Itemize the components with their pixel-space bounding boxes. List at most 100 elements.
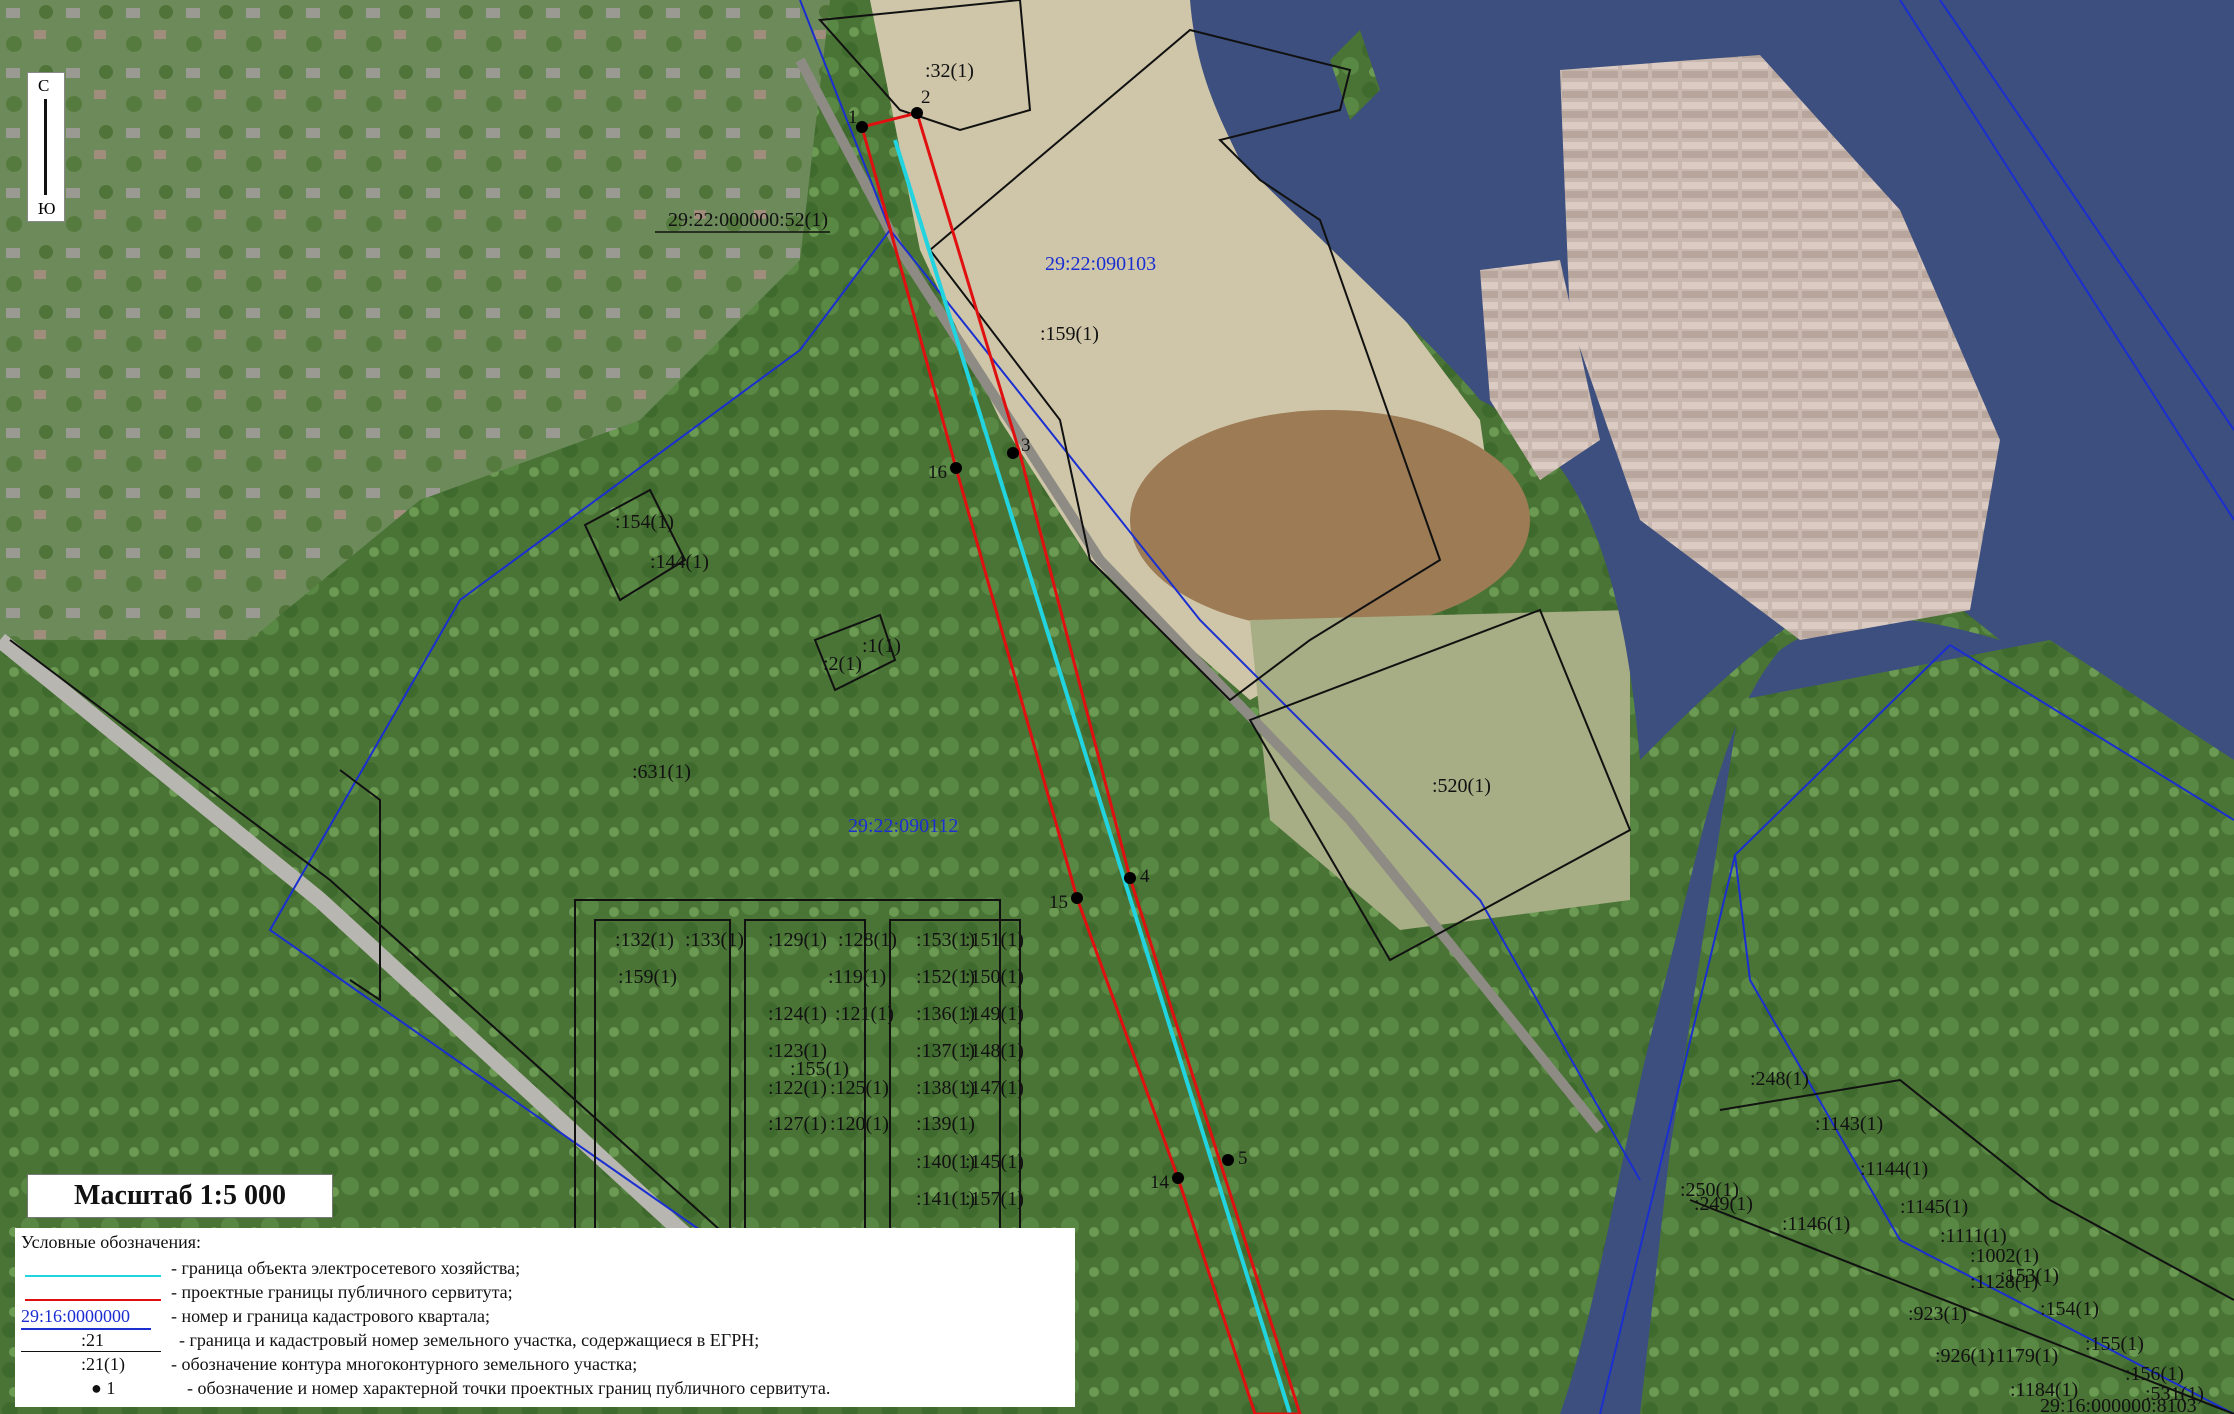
legend-text: - обозначение контура многоконтурного зе… (171, 1354, 638, 1374)
parcel-label: :1144(1) (1860, 1158, 1928, 1180)
easement-point-label: 4 (1140, 866, 1150, 887)
parcel-label: :2(1) (823, 653, 862, 675)
easement-point-marker[interactable] (950, 462, 962, 474)
parcel-label: :141(1) (916, 1188, 975, 1210)
easement-point-marker[interactable] (911, 107, 923, 119)
parcel-label: :147(1) (965, 1077, 1024, 1099)
parcel-label: :155(1) (2085, 1333, 2144, 1355)
parcel-label: :156(1) (2125, 1363, 2184, 1385)
easement-point-label: 2 (921, 87, 931, 108)
legend-row-multi-contour: :21(1) - обозначение контура многоконтур… (21, 1354, 1071, 1376)
legend-symbol-power-line (25, 1275, 161, 1277)
parcel-label: :1145(1) (1900, 1196, 1968, 1218)
parcel-label: :125(1) (830, 1077, 889, 1099)
easement-point-label: 3 (1021, 435, 1031, 456)
parcel-label: :140(1) (916, 1151, 975, 1173)
easement-point-label: 14 (1150, 1172, 1170, 1193)
parcel-label: :1002(1) (1970, 1245, 2039, 1267)
parcel-label: :153(1) (916, 929, 975, 951)
legend-text: - проектные границы публичного сервитута… (171, 1282, 513, 1302)
parcel-label: :133(1) (685, 929, 744, 951)
easement-point-marker[interactable] (1172, 1172, 1184, 1184)
parcel-label: :132(1) (615, 929, 674, 951)
log-raft-main (1560, 55, 2000, 640)
easement-point-marker[interactable] (856, 121, 868, 133)
parcel-label: :139(1) (916, 1113, 975, 1135)
parcel-label: :152(1) (916, 966, 975, 988)
legend-symbol-easement (25, 1299, 161, 1301)
easement-point-label: 1 (848, 107, 858, 128)
parcel-label: :926(1) (1935, 1345, 1994, 1367)
legend-title: Условные обозначения: (21, 1232, 202, 1252)
parcel-label: :923(1) (1908, 1303, 1967, 1325)
parcel-label: :136(1) (916, 1003, 975, 1025)
legend-symbol-point: ● 1 (91, 1378, 116, 1398)
parcel-label: :122(1) (768, 1077, 827, 1099)
north-arrow: С Ю (27, 72, 65, 222)
open-field (1250, 610, 1630, 930)
legend-symbol-parcel: :21 (21, 1330, 161, 1352)
south-label: Ю (38, 199, 56, 218)
parcel-label: :137(1) (916, 1040, 975, 1062)
parcel-label: :1184(1) (2010, 1379, 2078, 1401)
parcel-label: :1179(1) (1990, 1345, 2058, 1367)
parcel-label: :151(1) (965, 929, 1024, 951)
parcel-label: :1128(1) (1970, 1271, 2038, 1293)
parcel-label: :124(1) (768, 1003, 827, 1025)
north-arrow-bar (44, 99, 47, 195)
residential-area (0, 0, 830, 640)
legend-text: - номер и граница кадастрового квартала; (171, 1306, 491, 1326)
parcel-label: :631(1) (632, 761, 691, 783)
parcel-label: :159(1) (1040, 323, 1099, 345)
parcel-label: :531(1) (2145, 1383, 2204, 1405)
legend-row-parcel: :21 - граница и кадастровый номер земель… (21, 1330, 1071, 1352)
parcel-label: :248(1) (1750, 1068, 1809, 1090)
parcel-label: :1(1) (862, 635, 901, 657)
parcel-label: :129(1) (768, 929, 827, 951)
cadastral-quarter-label: 29:22:090103 (1045, 253, 1156, 275)
legend-row-point: ● 1 - обозначение и номер характерной то… (21, 1378, 1071, 1400)
easement-point-marker[interactable] (1222, 1154, 1234, 1166)
parcel-label: :121(1) (835, 1003, 894, 1025)
log-raft-small (1480, 260, 1600, 480)
cadastral-quarter-label: 29:22:090112 (848, 815, 958, 837)
parcel-label: :138(1) (916, 1077, 975, 1099)
parcel-label: :154(1) (2040, 1298, 2099, 1320)
easement-point-marker[interactable] (1007, 447, 1019, 459)
scale-label: Масштаб 1:5 000 (74, 1180, 286, 1211)
easement-point-label: 5 (1238, 1148, 1248, 1169)
rail-line (795, 57, 1604, 1134)
parcel-label: :127(1) (768, 1113, 827, 1135)
easement-point-marker[interactable] (1071, 892, 1083, 904)
cadastral-quarter-boundaries (268, 0, 2234, 1414)
parcel-label: :145(1) (965, 1151, 1024, 1173)
easement-point-label: 15 (1049, 892, 1068, 913)
parcel-label: :1111(1) (1940, 1225, 2007, 1247)
legend-symbol-quarter: 29:16:0000000 (21, 1306, 151, 1330)
parcel-label: 29:22:000000:52(1) (668, 209, 828, 231)
parcel-label: :520(1) (1432, 775, 1491, 797)
parcel-label: :119(1) (828, 966, 886, 988)
parcel-label: :128(1) (838, 929, 897, 951)
parcel-label: :249(1) (1694, 1193, 1753, 1215)
parcel-label: :150(1) (965, 966, 1024, 988)
legend-row-easement: - проектные границы публичного сервитута… (21, 1282, 1071, 1304)
parcel-label: :157(1) (965, 1188, 1024, 1210)
parcel-label: :1146(1) (1782, 1213, 1850, 1235)
parcel-label: :123(1) (768, 1040, 827, 1062)
north-label: С (38, 76, 50, 95)
easement-boundary (860, 111, 1302, 1414)
legend-symbol-multi-contour: :21(1) (81, 1354, 125, 1374)
power-line-object (893, 139, 1292, 1414)
legend-text: - граница объекта электросетевого хозяйс… (171, 1258, 521, 1278)
parcel-label: :32(1) (925, 60, 974, 82)
easement-point-marker[interactable] (1124, 872, 1136, 884)
peninsula-forest (1640, 640, 2234, 1414)
sand-pit (1130, 410, 1530, 630)
parcel-label: :1143(1) (1815, 1113, 1883, 1135)
parcel-label: :153(1) (2000, 1265, 2059, 1287)
easement-point-label: 16 (928, 462, 947, 483)
legend-row-cadastral-quarter: 29:16:0000000 - номер и граница кадастро… (21, 1306, 1071, 1330)
